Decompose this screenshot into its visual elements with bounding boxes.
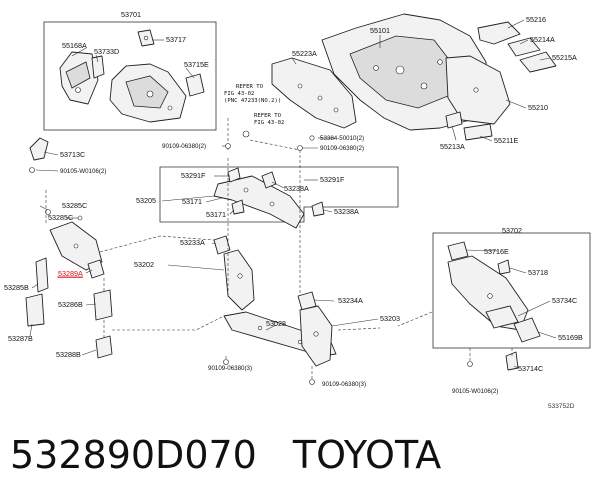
label-53205: 53205 xyxy=(136,196,156,205)
label-55101: 55101 xyxy=(370,26,390,35)
bolt-icon xyxy=(77,215,83,221)
label-53734c: 53734C xyxy=(552,296,577,305)
part-53288b-bracket[interactable] xyxy=(95,335,113,359)
bolt-icon xyxy=(29,167,35,173)
part-53713c-bracket[interactable] xyxy=(29,137,49,161)
part-53289a-seal[interactable] xyxy=(87,259,105,279)
label-90105-w0106-right: 90105-W0106(2) xyxy=(452,388,498,395)
brand-name: TOYOTA xyxy=(292,433,442,477)
label-55223a: 55223A xyxy=(292,49,317,58)
part-53286b-bracket[interactable] xyxy=(93,289,113,321)
label-53285c-lower: 53285C xyxy=(48,213,73,222)
part-55223a-insulator[interactable] xyxy=(271,57,357,129)
part-53733d-bracket[interactable] xyxy=(91,55,105,79)
label-53288b: 53288B xyxy=(56,350,81,359)
label-53287b: 53287B xyxy=(8,334,33,343)
part-55211e-pad[interactable] xyxy=(463,123,493,141)
label-53171-lower: 53171 xyxy=(206,210,226,219)
part-53716e-bracket[interactable] xyxy=(447,241,469,261)
label-53701: 53701 xyxy=(121,10,141,19)
part-53717-bracket[interactable] xyxy=(137,29,155,47)
part-55213a-pad[interactable] xyxy=(445,111,463,129)
label-90109-06380-2-left: 90109-06380(2) xyxy=(162,143,206,150)
label-55213a: 55213A xyxy=(440,142,465,151)
group-box-53701 xyxy=(43,21,217,131)
part-53291f-lock[interactable] xyxy=(227,167,241,183)
label-53713c: 53713C xyxy=(60,150,85,159)
label-53716e: 53716E xyxy=(484,247,509,256)
label-53203: 53203 xyxy=(380,314,400,323)
part-labels: 53701 55168A 53733D 53717 53715E 53713C … xyxy=(4,10,583,395)
group-box-53702 xyxy=(432,232,591,349)
label-53289a-highlighted: 53289A xyxy=(58,269,83,278)
part-55210-insulator[interactable] xyxy=(445,55,511,125)
label-53384-50010: 53384-50010(2) xyxy=(320,135,364,142)
label-55169b: 55169B xyxy=(558,333,583,342)
label-53733d: 53733D xyxy=(94,47,119,56)
refer-note-2-line2: FIG 43-02 xyxy=(254,120,284,126)
refer-note-1-line1: REFER TO xyxy=(236,84,264,90)
label-53238a-bottom: 53238A xyxy=(334,207,359,216)
part-53715e-plate[interactable] xyxy=(185,73,205,97)
label-53286b: 53286B xyxy=(58,300,83,309)
label-53714c: 53714C xyxy=(518,364,543,373)
part-53287b-bracket[interactable] xyxy=(25,293,45,327)
drawing-code: 533752D xyxy=(548,403,575,410)
label-55216: 55216 xyxy=(526,15,546,24)
label-53202: 53202 xyxy=(134,260,154,269)
group-box-53205 xyxy=(159,166,399,223)
part-55215a-bracket[interactable] xyxy=(519,51,557,73)
caption: 532890D070 TOYOTA xyxy=(10,430,441,480)
fastener-icons xyxy=(223,130,473,385)
part-53203-side-support[interactable] xyxy=(299,305,333,367)
label-90109-06380-2-right: 90109-06380(2) xyxy=(320,145,364,152)
exploded-parts-diagram: 53701 55168A 53733D 53717 53715E 53713C … xyxy=(4,10,591,395)
refer-note-2-line1: REFER TO xyxy=(254,113,282,119)
label-53718: 53718 xyxy=(528,268,548,277)
part-53285c-bracket[interactable] xyxy=(49,221,103,271)
part-53233a-bracket[interactable] xyxy=(213,235,231,255)
label-90109-06380-3-right: 90109-06380(3) xyxy=(322,381,366,388)
part-55168a-bracket[interactable] xyxy=(59,51,99,105)
label-55214a: 55214A xyxy=(530,35,555,44)
part-55169b-bracket[interactable] xyxy=(513,317,541,343)
refer-note-1-line3: (PNC 47233(NO.2)) xyxy=(224,98,281,104)
dashed-connectors xyxy=(45,118,513,380)
label-53285b: 53285B xyxy=(4,283,29,292)
label-55210: 55210 xyxy=(528,103,548,112)
part-55214a-bracket[interactable] xyxy=(507,37,541,57)
label-53702: 53702 xyxy=(502,226,522,235)
part-53238a-bracket-bottom[interactable] xyxy=(311,201,325,217)
label-53291f-left: 53291F xyxy=(181,171,206,180)
label-53285c-upper: 53285C xyxy=(62,201,87,210)
part-53734c-plate[interactable] xyxy=(485,305,519,329)
label-90109-06380-3-left: 90109-06380(3) xyxy=(208,365,252,372)
leader-lines xyxy=(29,19,557,369)
part-53171-clip[interactable] xyxy=(231,199,245,215)
part-53285b-bracket[interactable] xyxy=(35,257,49,293)
label-53233a: 53233A xyxy=(180,238,205,247)
label-53291f-right: 53291F xyxy=(320,175,345,184)
part-apron-upper-left[interactable] xyxy=(109,63,187,123)
label-55215a: 55215A xyxy=(552,53,577,62)
label-53234a: 53234A xyxy=(338,296,363,305)
label-53028: 53028 xyxy=(266,319,286,328)
bolt-icon xyxy=(45,209,51,215)
label-53238a-top: 53238A xyxy=(284,184,309,193)
refer-note-1-line2: FIG 43-02 xyxy=(224,91,254,97)
part-number: 532890D070 xyxy=(10,433,257,477)
label-90105-w0106-left: 90105-W0106(2) xyxy=(60,168,106,175)
label-53717: 53717 xyxy=(166,35,186,44)
label-53171-upper: 53171 xyxy=(182,197,202,206)
part-53718-clip[interactable] xyxy=(497,259,511,275)
label-55168a: 55168A xyxy=(62,41,87,50)
label-55211e: 55211E xyxy=(494,136,518,145)
label-53715e: 53715E xyxy=(184,60,209,69)
part-53202-side-support[interactable] xyxy=(223,249,255,311)
